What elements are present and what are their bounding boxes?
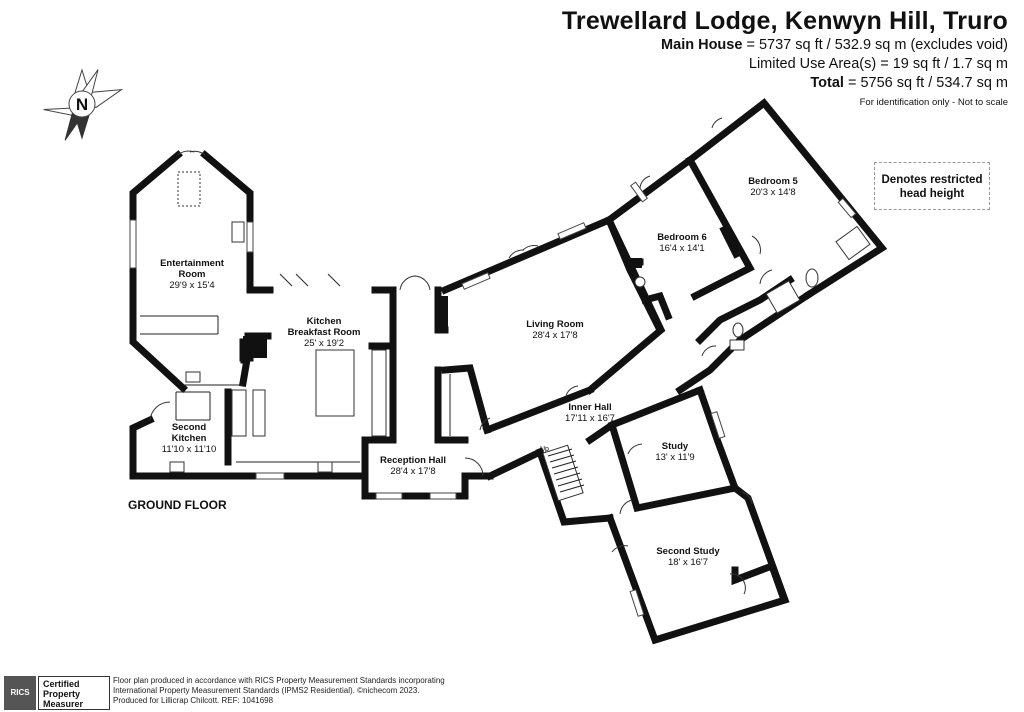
certified-measurer-box: Certified Property Measurer [38, 676, 110, 710]
footer-line-2: International Property Measurement Stand… [113, 686, 420, 695]
bedroom-walls [604, 98, 888, 335]
room-name: Second [172, 422, 207, 433]
room-dimensions: 20'3 x 14'8 [750, 187, 795, 198]
legend-line-1: Denotes restricted [881, 174, 983, 186]
rics-logo: RICS Certified Property Measurer [4, 676, 110, 710]
total-label: Total [810, 75, 844, 91]
floor-label: GROUND FLOOR [128, 498, 227, 512]
total-value: = 5756 sq ft / 534.7 sq m [843, 75, 1008, 91]
cert-line-3: Measurer [43, 699, 84, 709]
room-dimensions: 17'11 x 16'7 [565, 413, 615, 424]
rics-badge-icon: RICS [4, 676, 36, 710]
room-dimensions: 18' x 16'7 [668, 557, 708, 568]
compass-icon: N [43, 68, 124, 141]
room-labels: Entertainment Room 29'9 x 15'4 Kitchen B… [160, 176, 798, 568]
compass-letter: N [76, 95, 88, 114]
legend-line-2: head height [899, 188, 965, 200]
limited-use-area: Limited Use Area(s) = 19 sq ft / 1.7 sq … [748, 56, 1008, 72]
scale-note: For identification only - Not to scale [859, 97, 1008, 108]
room-dimensions: 11'10 x 11'10 [162, 444, 217, 455]
room-dimensions: 29'9 x 15'4 [169, 280, 214, 291]
staircase: Up [540, 444, 585, 502]
header: Trewellard Lodge, Kenwyn Hill, Truro Mai… [562, 6, 1008, 108]
room-name: Second Study [656, 546, 720, 557]
room-dimensions: 13' x 11'9 [655, 452, 694, 463]
stairs-up-label: Up [540, 446, 549, 453]
main-house-area: Main House = 5737 sq ft / 532.9 sq m (ex… [562, 36, 1008, 55]
cert-line-2: Property [43, 689, 81, 699]
room-dimensions: 16'4 x 14'1 [659, 243, 704, 254]
entertainment-room-walls [129, 150, 255, 393]
room-dimensions: 25' x 19'2 [304, 338, 344, 349]
main-house-value: = 5737 sq ft / 532.9 sq m (excludes void… [742, 37, 1008, 53]
room-name: Bedroom 6 [657, 232, 707, 243]
total-area: Total = 5756 sq ft / 534.7 sq m [562, 74, 1008, 93]
cert-line-1: Certified [43, 679, 80, 689]
room-name: Study [662, 441, 689, 452]
room-name-line2: Kitchen [172, 433, 207, 444]
room-name: Entertainment [160, 258, 225, 269]
footer-line-3: Produced for Lillicrap Chilcott. REF: 10… [113, 696, 274, 705]
room-dimensions: 28'4 x 17'8 [532, 330, 577, 341]
footer-disclaimer: Floor plan produced in accordance with R… [113, 676, 445, 706]
page-title: Trewellard Lodge, Kenwyn Hill, Truro [561, 7, 1008, 35]
room-dimensions: 28'4 x 17'8 [390, 466, 435, 477]
room-name-line2: Breakfast Room [288, 327, 361, 338]
kitchen-walls [129, 273, 390, 480]
reception-hall-walls [361, 275, 494, 500]
restricted-height-legend: Denotes restricted head height [874, 162, 990, 210]
main-house-label: Main House [661, 37, 743, 53]
room-name: Inner Hall [568, 402, 611, 413]
room-name: Reception Hall [380, 455, 446, 466]
room-name: Living Room [526, 319, 584, 330]
inner-hall-walls [479, 269, 813, 431]
room-name-line2: Room [179, 269, 206, 280]
room-name: Kitchen [307, 316, 342, 327]
study-walls [485, 385, 790, 645]
room-name: Bedroom 5 [748, 176, 798, 187]
footer-line-1: Floor plan produced in accordance with R… [113, 676, 445, 685]
